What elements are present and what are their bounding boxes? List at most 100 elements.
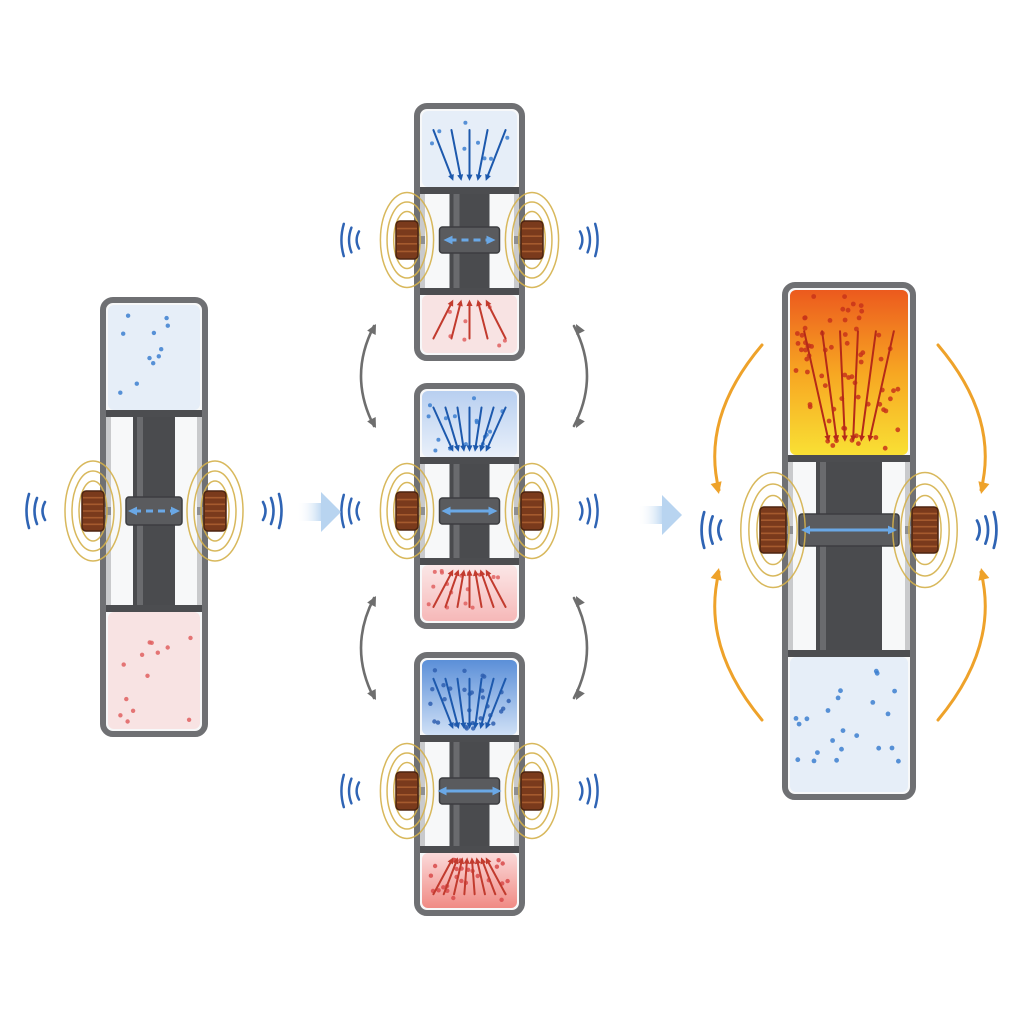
gas-particle [876,332,882,338]
gas-particle [888,396,893,402]
gas-particle [463,442,468,447]
gas-flow-arrow-head [480,857,487,865]
gas-flow-arrow-head [458,857,465,865]
sound-wave-icon [586,226,592,254]
gas-flow-arrow [860,330,877,438]
sound-wave-left [700,510,723,550]
gas-particle [145,673,150,678]
gas-particle [850,301,856,307]
gas-particle [494,864,500,869]
cycle-arrow-head [367,596,376,607]
gas-particle [447,309,452,314]
stage-arrow-icon [638,495,682,535]
sound-wave-icon [578,230,584,250]
gas-flow-arrow [444,677,459,726]
gas-particle [482,674,487,679]
divider-top [420,457,519,464]
gas-particle [845,307,851,313]
gas-particle [118,390,123,395]
gas-particle [463,319,468,324]
cycle-arrow-head [367,417,376,428]
gas-particle [795,331,800,336]
gas-flow-arrow [432,572,452,608]
gas-particle [830,738,835,743]
gas-flow-arrow-head [485,722,491,729]
sound-wave-left [340,773,361,809]
piston-highlight [820,462,826,650]
gas-particle [151,361,156,366]
cycle-arrow-icon [572,596,589,700]
coil-outline [395,220,419,260]
gas-flow-arrow-head [475,174,482,181]
gas-particle [499,709,504,714]
gas-particle [165,645,170,650]
gas-flow-arrow [471,861,476,896]
gas-flow-arrow-head [466,299,473,306]
sound-wave-icon [992,510,998,550]
sound-wave-icon [593,493,599,529]
motion-arrow-icon-head-left [801,525,811,535]
gas-particle [859,308,865,314]
gas-flow-arrow [442,860,458,896]
gas-flow-arrow-head [460,722,467,729]
gas-flow-arrow-head [479,569,486,577]
gas-flow-arrow-head [447,569,454,577]
sound-wave-right [578,493,599,529]
sound-wave-right [261,492,283,530]
gas-particle [499,897,504,902]
gas-particle [497,343,502,348]
sound-wave-left [25,492,47,530]
cycle-arrow-icon [572,324,589,428]
divider-top [788,455,910,462]
gas-particle [488,429,492,434]
gas-particle [149,640,154,645]
gas-particle [825,708,831,713]
gas-particle [430,141,434,146]
coil-icon [203,490,227,532]
rod-right [514,787,526,795]
motion-arrow-icon-head-right [486,235,496,245]
sound-wave-icon [717,519,723,541]
feedback-arrow-head [710,568,722,581]
gas-particle [441,683,446,688]
magnetic-field-left [379,191,435,289]
sound-wave-icon [355,230,361,250]
gas-flow-arrow [463,861,468,896]
gas-flow-arrow-head [447,444,454,452]
gas-flow-arrow [487,860,507,896]
gas-particle [496,575,500,580]
gas-particle [795,341,801,346]
sound-wave-right [578,773,599,809]
magnetic-field-left [64,460,122,562]
coil-outline [520,220,544,260]
piston-block [125,496,183,526]
gas-particle [432,569,437,574]
gas-flow-arrow-head [485,173,491,181]
rod-right [514,236,526,244]
motion-arrow-icon-head-left [437,786,447,796]
gas-flow-arrow [852,330,859,438]
gas-particle [482,156,487,161]
coil-body [396,772,418,810]
motion-arrow-icon-head-left [441,506,451,516]
gas-particle [436,437,441,442]
gas-flow-arrow-head [453,569,460,577]
coil-body [760,507,786,553]
sound-wave-icon [347,226,353,254]
gas-particle [829,344,834,350]
gas-particle [491,575,496,579]
gas-particle [874,670,880,676]
divider-top [420,187,519,194]
gas-flow-arrow-head [841,435,848,442]
gas-particle [891,388,896,394]
cycle-arrow-head [576,596,585,607]
gas-flow-arrow [456,406,465,448]
cycle-arrow-head [367,324,376,335]
gas-particle [858,303,864,308]
cycle-arrow-icon [359,596,376,700]
gas-particle [118,713,123,718]
sound-wave-icon [586,497,592,525]
gas-particle [822,383,828,388]
gas-flow-arrow-head [452,857,459,865]
sound-wave-icon [593,773,599,809]
